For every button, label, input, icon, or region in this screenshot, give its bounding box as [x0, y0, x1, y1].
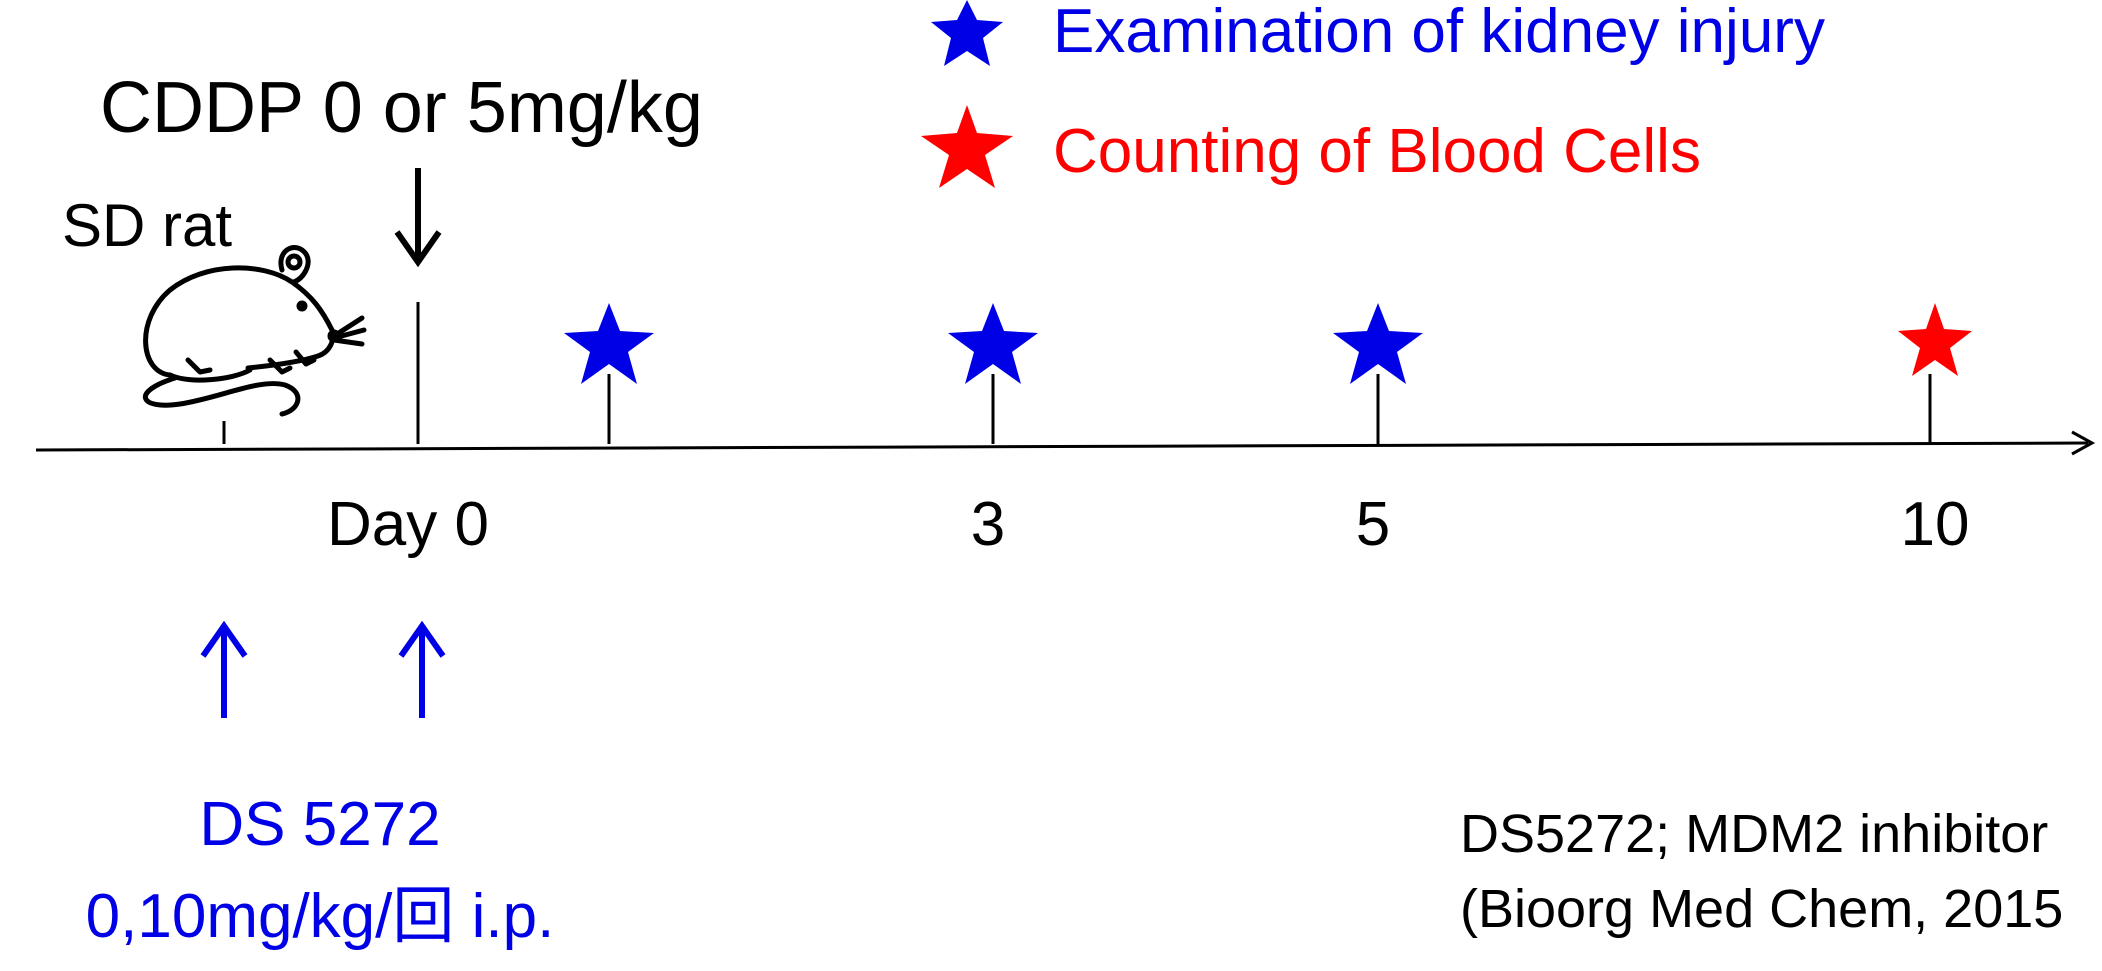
legend-label-kidney: Examination of kidney injury: [1053, 0, 1825, 66]
injection-dose: 0,10mg/kg/回 i.p.: [86, 882, 555, 951]
tick-label-day5: 5: [1356, 490, 1390, 559]
timeline-ticks: [222, 302, 1932, 444]
rat-icon: [142, 245, 367, 417]
cddp-down-arrow-icon: [394, 168, 442, 268]
marker-red-star-icon: [1898, 303, 1972, 376]
note-line-2: (Bioorg Med Chem, 2015: [1460, 879, 2063, 939]
animal-label: SD rat: [62, 192, 232, 259]
legend-label-blood: Counting of Blood Cells: [1053, 117, 1701, 186]
marker-blue-star-icon: [1333, 303, 1423, 384]
marker-blue-star-icon: [564, 303, 654, 384]
tick-label-day10: 10: [1901, 490, 1970, 559]
legend-blue-star-icon: [931, 0, 1003, 66]
tick-label-day3: 3: [971, 490, 1005, 559]
injection-up-arrow-icon: [398, 620, 446, 718]
legend-red-star-icon: [921, 105, 1013, 188]
tick-label-day0: Day 0: [327, 490, 489, 559]
timeline-axis: [35, 430, 2096, 456]
injection-up-arrow-icon: [200, 620, 248, 718]
drug-label: CDDP 0 or 5mg/kg: [100, 68, 703, 148]
injection-name: DS 5272: [199, 790, 440, 859]
note-line-1: DS5272; MDM2 inhibitor: [1460, 804, 2048, 864]
marker-blue-star-icon: [948, 303, 1038, 384]
